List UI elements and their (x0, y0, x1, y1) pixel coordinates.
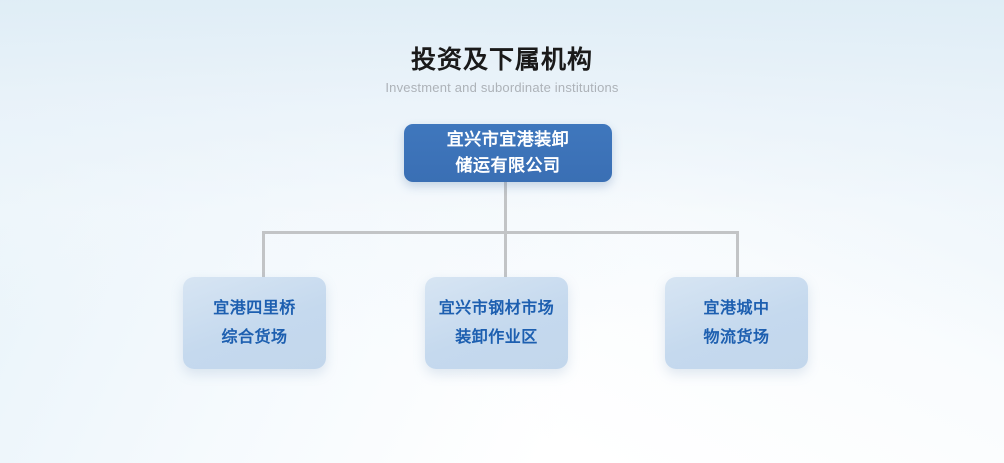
org-node-child-2-line-1: 宜兴市钢材市场 (438, 300, 555, 317)
connector-horizontal-bus (262, 231, 739, 234)
org-node-child-2[interactable]: 宜兴市钢材市场 装卸作业区 (425, 277, 568, 369)
page-heading: 投资及下属机构 Investment and subordinate insti… (0, 44, 1004, 98)
connector-child-1-vertical (262, 231, 265, 278)
org-node-root-line-2: 储运有限公司 (455, 156, 561, 175)
org-node-child-3[interactable]: 宜港城中 物流货场 (665, 277, 808, 369)
connector-root-vertical (504, 181, 507, 234)
org-node-child-3-line-1: 宜港城中 (703, 300, 770, 317)
org-node-child-3-line-2: 物流货场 (703, 329, 770, 346)
org-node-child-2-line-2: 装卸作业区 (455, 329, 538, 346)
connector-child-2-vertical (504, 231, 507, 278)
connector-child-3-vertical (736, 231, 739, 278)
org-node-child-1-line-2: 综合货场 (221, 329, 288, 346)
page-subtitle: Investment and subordinate institutions (385, 80, 619, 95)
org-node-child-1-line-1: 宜港四里桥 (213, 300, 296, 317)
page-title: 投资及下属机构 (410, 46, 593, 74)
org-node-child-1[interactable]: 宜港四里桥 综合货场 (183, 277, 326, 369)
org-node-root[interactable]: 宜兴市宜港装卸 储运有限公司 (404, 124, 612, 182)
org-node-root-line-1: 宜兴市宜港装卸 (446, 130, 570, 149)
